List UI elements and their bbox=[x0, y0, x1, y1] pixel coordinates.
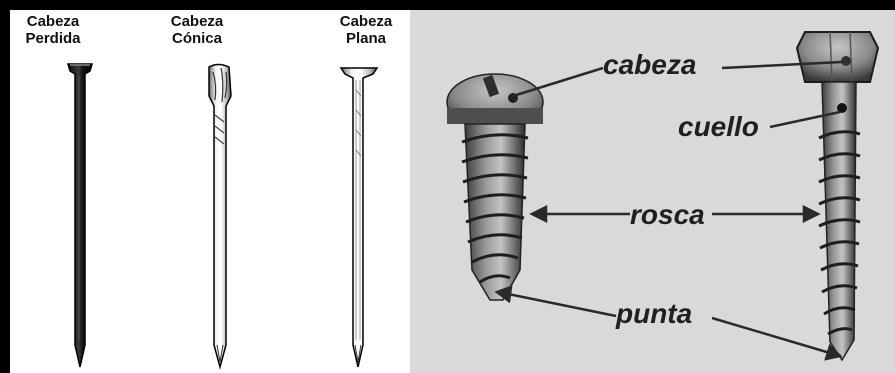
part-label-rosca: rosca bbox=[630, 199, 705, 230]
nail-cabeza-perdida bbox=[68, 64, 92, 367]
part-label-cabeza: cabeza bbox=[603, 49, 696, 80]
nail-types-panel: Cabeza Perdida Cabeza Cónica Cabeza Plan… bbox=[10, 10, 410, 373]
screw-right bbox=[797, 32, 878, 360]
screw-parts-panel: cabeza cuello rosca punta bbox=[410, 10, 895, 373]
nail-cabeza-plana bbox=[341, 68, 377, 367]
part-label-punta: punta bbox=[615, 298, 692, 329]
nails-illustration bbox=[10, 10, 410, 373]
nail-cabeza-conica bbox=[209, 65, 231, 368]
screw-left bbox=[447, 74, 543, 300]
screw-parts-diagram: cabeza cuello rosca punta bbox=[410, 10, 895, 373]
part-label-cuello: cuello bbox=[678, 111, 759, 142]
